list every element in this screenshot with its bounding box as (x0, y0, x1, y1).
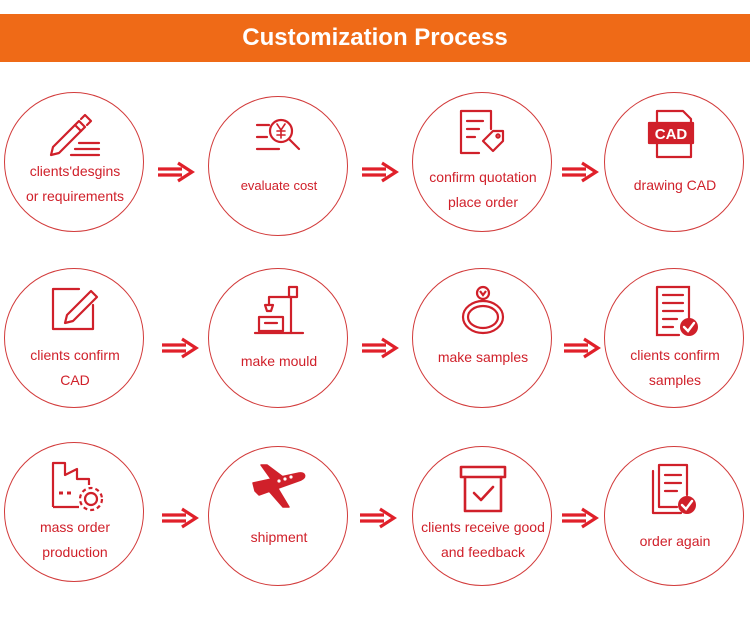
arrow-right-icon (562, 161, 599, 183)
step-drawing-cad: CAD drawing CAD (604, 92, 744, 232)
step-label: make mould (240, 353, 318, 369)
step-make-samples: make samples (412, 268, 552, 408)
edit-square-icon (51, 287, 99, 331)
arrow-right-icon (564, 337, 601, 359)
step-order-again: order again (604, 446, 744, 586)
page-title: Customization Process (242, 24, 508, 51)
documents-check-icon (651, 463, 696, 515)
factory-gear-icon (51, 461, 104, 512)
airplane-icon (252, 464, 306, 508)
ring-icon (461, 285, 505, 335)
machine-arm-icon (253, 285, 305, 335)
arrow-right-icon (360, 507, 397, 529)
step-evaluate-cost: evaluate cost (208, 96, 348, 236)
arrow-right-icon (562, 507, 599, 529)
step-label: make samples (437, 349, 529, 365)
order-tag-icon (459, 109, 505, 155)
box-check-icon (459, 465, 507, 513)
cad-file-icon: CAD (647, 109, 695, 159)
arrow-right-icon (162, 337, 199, 359)
arrow-right-icon (162, 507, 199, 529)
title-banner: Customization Process (0, 14, 750, 62)
step-label: drawing CAD (633, 177, 717, 193)
checklist-icon (655, 285, 698, 337)
arrow-right-icon (362, 337, 399, 359)
arrow-right-icon (362, 161, 399, 183)
step-label: evaluate cost (240, 178, 318, 193)
svg-text:CAD: CAD (655, 126, 688, 143)
pencil-writing-icon (49, 113, 101, 157)
yen-search-icon (255, 118, 301, 151)
step-shipment: shipment (208, 446, 348, 586)
arrow-right-icon (158, 161, 195, 183)
step-make-mould: make mould (208, 268, 348, 408)
step-label: order again (639, 533, 711, 549)
step-label: shipment (250, 529, 308, 545)
